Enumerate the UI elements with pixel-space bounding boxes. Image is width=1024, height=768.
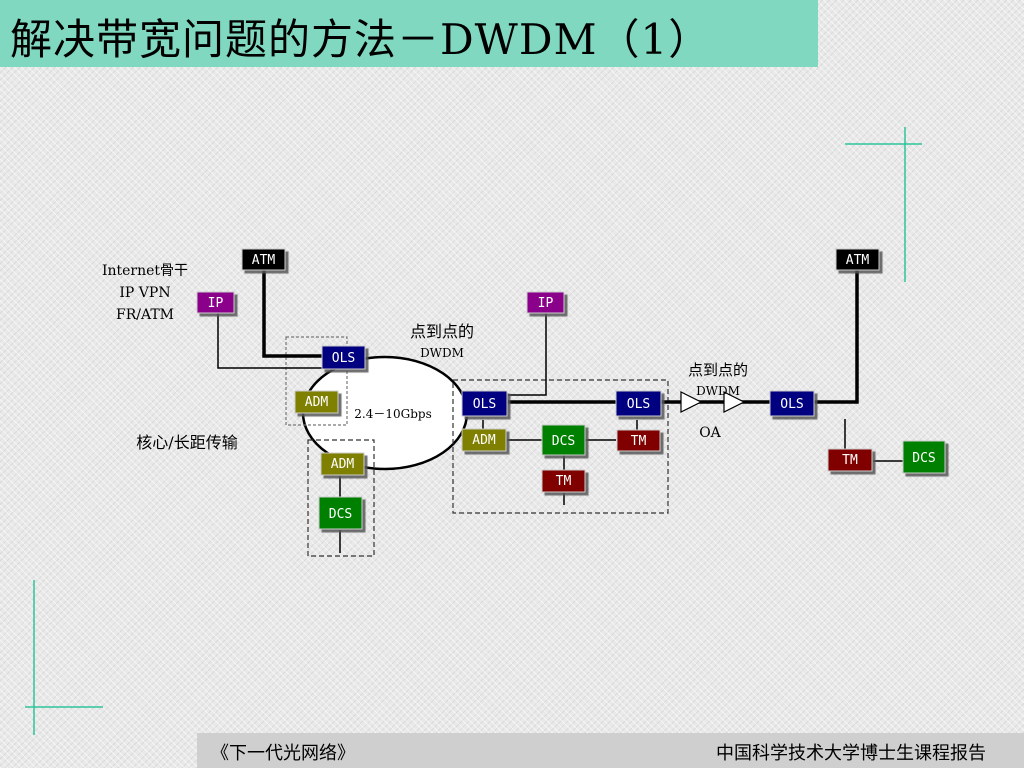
ols-node-right: OLS [769,390,815,417]
p2p-dwdm-label-1: 点到点的 [410,322,474,341]
title-bar: 解决带宽问题的方法－DWDM（1） [0,0,818,67]
p2p-dwdm-label-2: 点到点的 [688,361,748,379]
atm-label: ATM [252,253,276,268]
atm-node-left: ATM [241,248,286,271]
adm-node-lower: ADM [320,452,365,476]
decorative-lines [25,127,922,735]
diagram-labels: Internet骨干 IP VPN FR/ATM 点到点的 DWDM 点到点的 … [102,263,748,452]
adm-label: ADM [331,457,355,472]
dcs-node-right: DCS [902,440,946,474]
ols-label: OLS [332,351,355,366]
tm-node-mid2: TM [541,469,586,493]
adm-label: ADM [472,433,496,448]
dcs-node-lower: DCS [318,496,363,530]
footer-course-title: 《下一代光网络》 [211,743,355,764]
tm-node-mid1: TM [616,429,661,452]
core-transport-label: 核心/长距传输 [136,433,237,452]
ip-node-mid: IP [526,291,565,314]
ols-node-ring: OLS [321,345,366,370]
ip-label: IP [208,296,224,311]
node-boxes: ATM ATM IP IP OLS OLS OLS OLS [196,248,946,530]
ols-node-mid1: OLS [461,390,508,417]
p2p-dwdm-sublabel-1: DWDM [420,346,464,360]
oa-label: OA [699,425,721,441]
page-title: 解决带宽问题的方法－DWDM（1） [10,15,712,64]
dcs-node-mid: DCS [541,424,586,456]
atm-node-right: ATM [835,248,880,271]
ip-vpn-label: IP VPN [119,285,170,301]
footer-bar: 《下一代光网络》 中国科学技术大学博士生课程报告 [197,733,1024,768]
ip-label: IP [538,296,554,311]
p2p-dwdm-sublabel-2: DWDM [696,384,740,398]
tm-label: TM [556,474,572,489]
internet-backbone-label: Internet骨干 [102,263,188,279]
ring-rate-label: 2.4－10Gbps [354,407,431,421]
ip-node-left: IP [196,291,235,314]
tm-label: TM [631,434,647,449]
fr-atm-label: FR/ATM [116,307,174,323]
dcs-label: DCS [552,434,575,449]
ols-label: OLS [473,397,496,412]
atm-label: ATM [846,253,870,268]
adm-node-ring: ADM [294,390,339,414]
ols-label: OLS [780,397,803,412]
footer-institution: 中国科学技术大学博士生课程报告 [716,743,986,764]
ols-node-mid2: OLS [615,390,662,417]
adm-node-mid: ADM [461,428,507,452]
dcs-label: DCS [912,451,935,466]
dcs-label: DCS [329,507,352,522]
dashed-groups [285,336,669,557]
ols-label: OLS [627,397,650,412]
optical-amplifier-icons [680,391,746,413]
tm-label: TM [842,453,858,468]
tm-node-right: TM [827,448,873,472]
adm-label: ADM [305,395,329,410]
